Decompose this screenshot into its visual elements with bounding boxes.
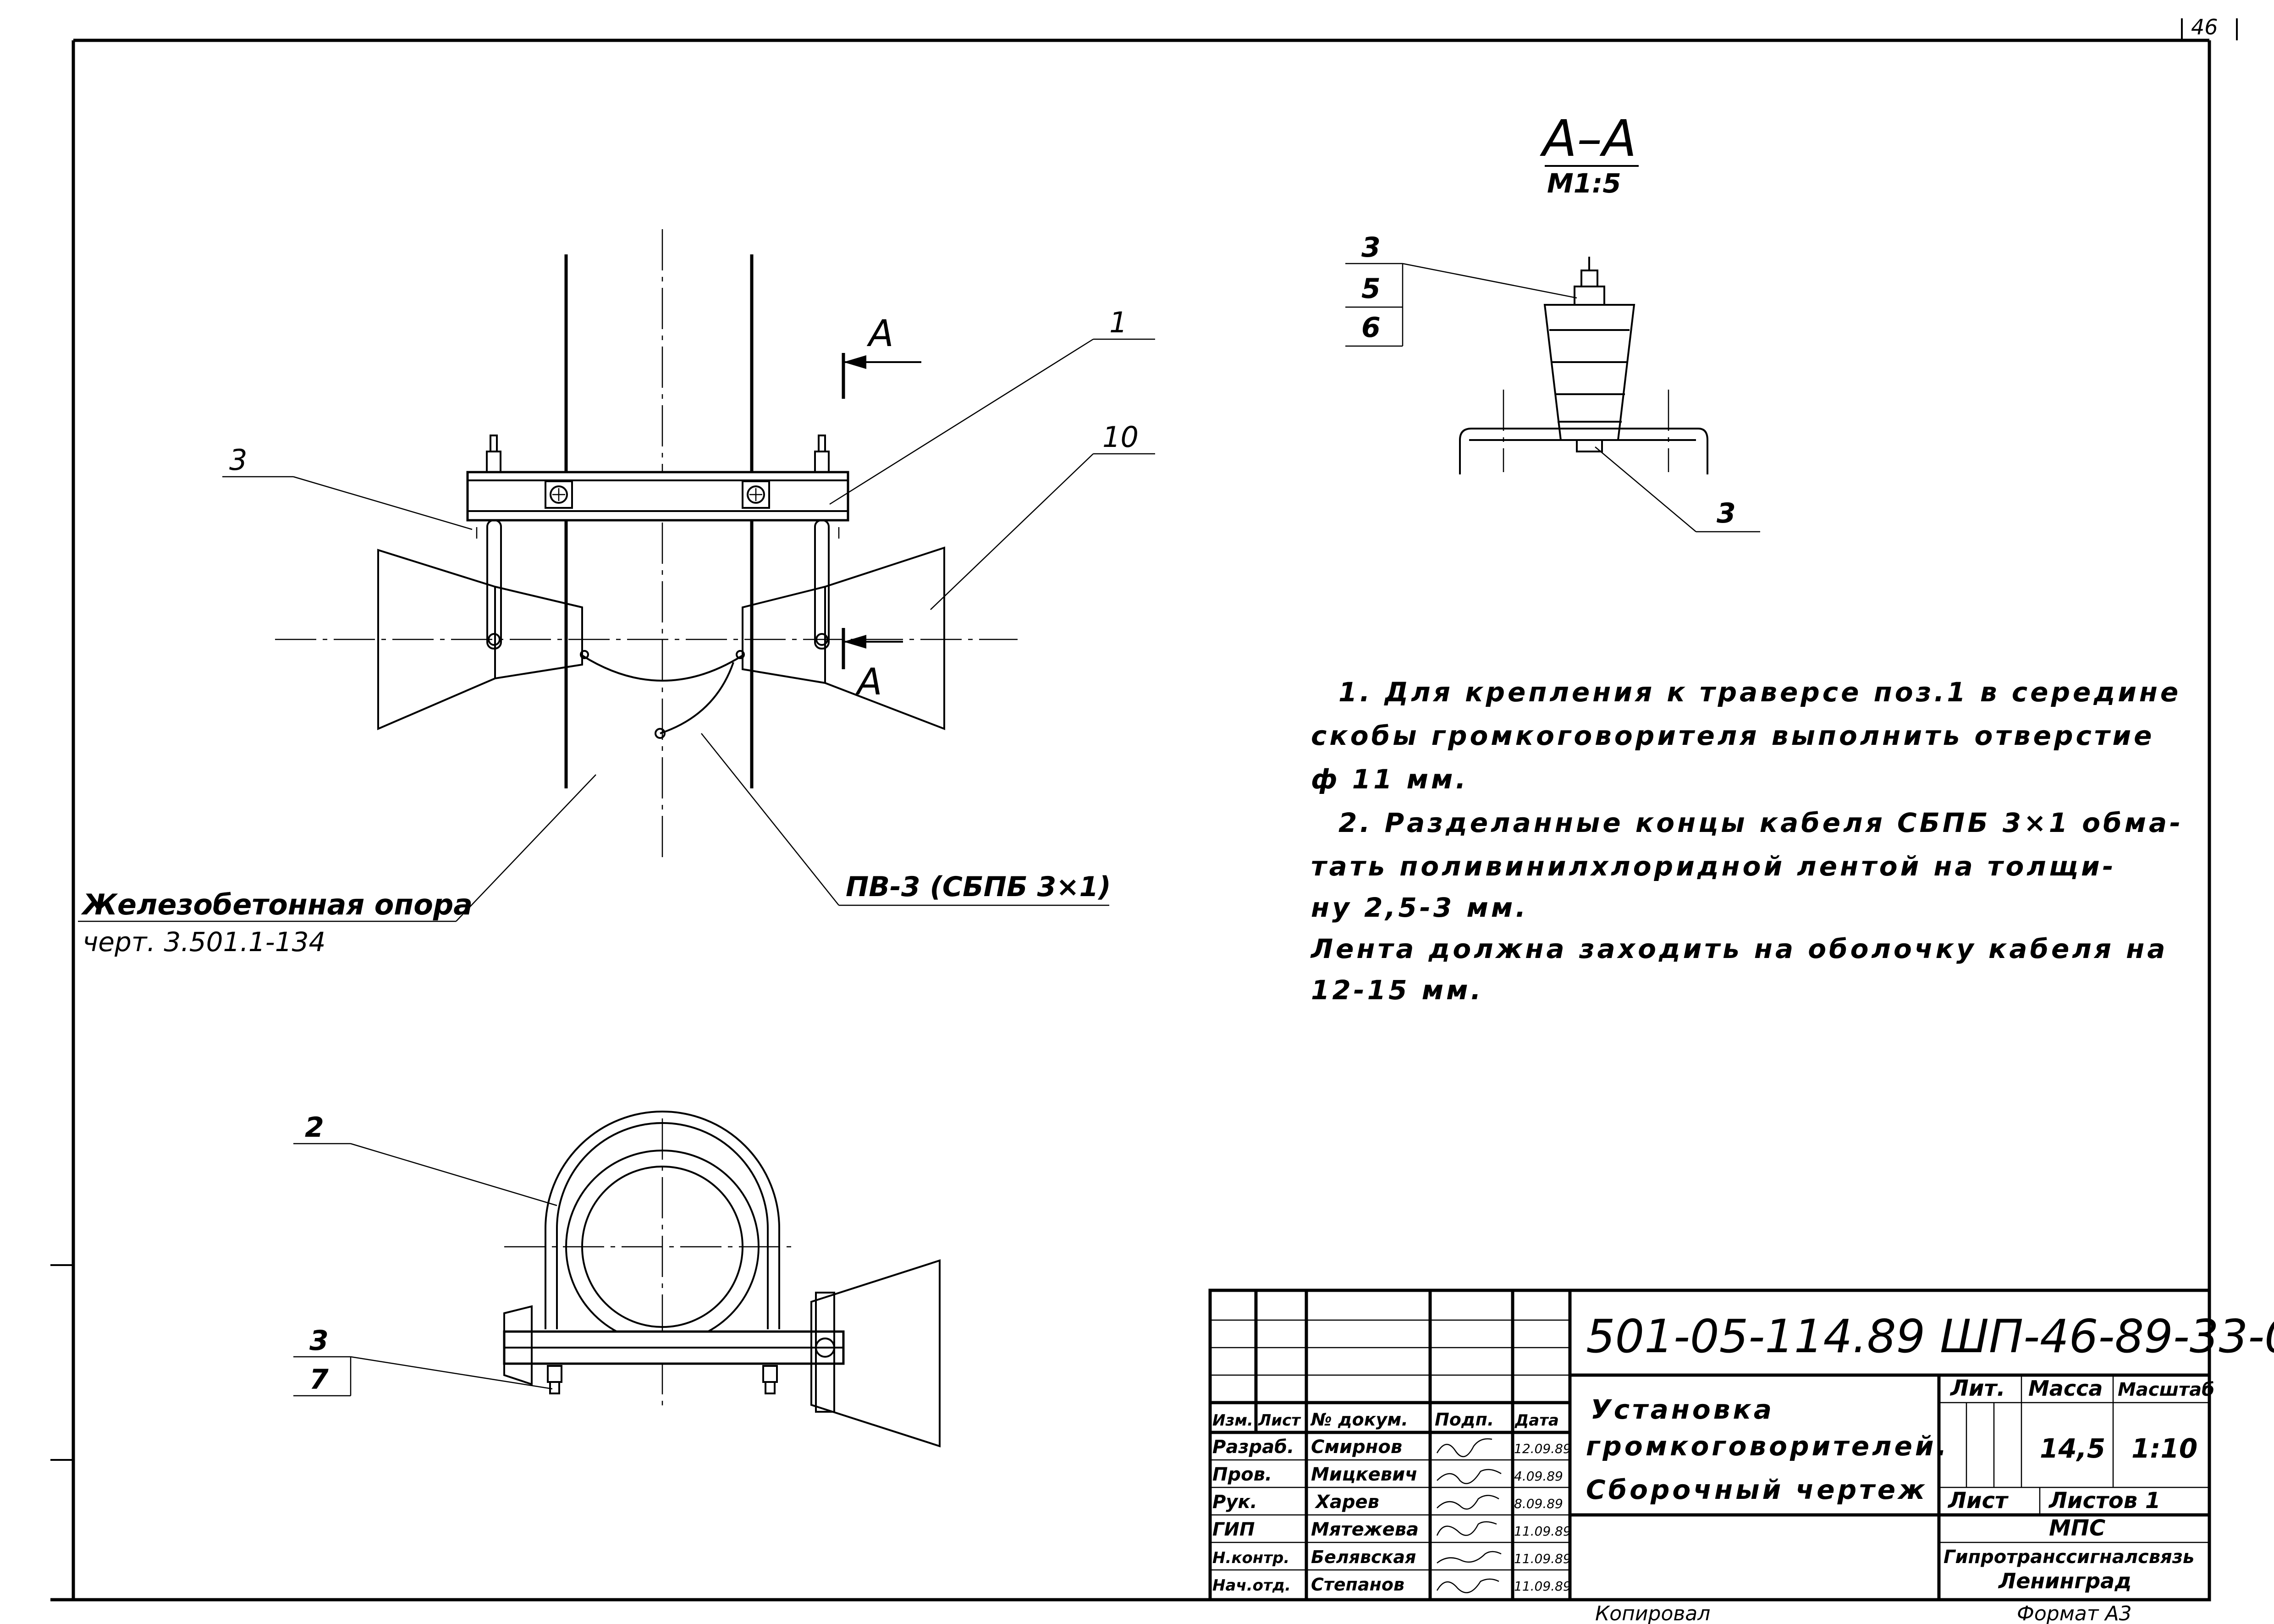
org-institute: Гипротранссигналсвязь (1944, 1547, 2194, 1568)
callout-3-plan: 3 (309, 1325, 329, 1357)
sheet-label: Лист (1947, 1488, 2009, 1514)
section-callout-3: 3 (1361, 231, 1381, 264)
signature (1437, 1551, 1502, 1563)
note-line: 2. Разделанные концы кабеля СБПБ 3×1 обм… (1338, 807, 2183, 838)
note-line: 12-15 мм. (1311, 974, 1484, 1006)
signature (1437, 1495, 1499, 1510)
sheets-label: Листов 1 (2048, 1488, 2160, 1514)
section-view: А–А М1:5 3 5 6 3 (1345, 109, 1760, 533)
col-header: Лист (1258, 1411, 1301, 1430)
signature (1436, 1578, 1499, 1593)
note-line: тать поливинилхлоридной лентой на толщи- (1311, 851, 2116, 882)
date: 12.09.89 (1514, 1441, 1571, 1456)
main-view: А А 3 1 10 Железобетонная опора черт. 3.… (78, 229, 1155, 958)
person-name: Степанов (1311, 1574, 1404, 1595)
role: Пров. (1212, 1464, 1272, 1485)
date: 11.09.89 (1514, 1579, 1571, 1594)
col-header: Изм. (1212, 1411, 1253, 1430)
sheet-corner-number: 46 (2191, 15, 2218, 39)
plan-view: 2 3 7 (293, 1111, 941, 1448)
org-ministry: МПС (2049, 1515, 2105, 1541)
note-line: ф 11 мм. (1311, 764, 1469, 795)
date: 8.09.89 (1514, 1496, 1563, 1511)
callout-2: 2 (305, 1112, 324, 1144)
bracket-right (814, 519, 830, 650)
note-line: 1. Для крепления к траверсе поз.1 в сере… (1338, 677, 2181, 708)
mass-header: Масса (2028, 1376, 2103, 1401)
signature (1436, 1438, 1492, 1458)
role: Н.контр. (1212, 1549, 1289, 1567)
section-scale: М1:5 (1547, 168, 1621, 199)
mass-value: 14,5 (2040, 1433, 2105, 1464)
callout-3-main: 3 (229, 443, 247, 477)
clamp-bolt-left (545, 480, 573, 509)
signature (1436, 1521, 1497, 1536)
notes: 1. Для крепления к траверсе поз.1 в сере… (1310, 677, 2183, 1006)
plan-speaker-right (810, 1259, 941, 1448)
person-name: Смирнов (1311, 1437, 1402, 1458)
traverse-beam (466, 471, 849, 522)
lit-header: Лит. (1949, 1376, 2005, 1401)
section-arrow-label-bottom: А (855, 661, 882, 703)
person-name: Мятежева (1311, 1519, 1419, 1540)
org-city: Ленинград (1998, 1569, 2131, 1593)
clamp-bolt-right (742, 480, 770, 509)
note-line: Лента должна заходить на оболочку кабеля… (1310, 933, 2168, 964)
person-name: Белявская (1311, 1547, 1416, 1567)
col-header: № докум. (1310, 1409, 1408, 1430)
section-callout-6: 6 (1361, 312, 1381, 344)
role: ГИП (1212, 1519, 1255, 1540)
title-line-2: громкоговорителей. (1586, 1431, 1949, 1462)
col-header: Дата (1514, 1411, 1559, 1430)
cable-label: ПВ-3 (СБПБ 3×1) (846, 871, 1111, 903)
section-speaker (1543, 304, 1635, 441)
person-name: Харев (1314, 1492, 1379, 1513)
date: 11.09.89 (1514, 1524, 1571, 1539)
section-callout-3-bottom: 3 (1717, 497, 1736, 529)
scale-header: Масштаб (2118, 1379, 2214, 1400)
note-line: ну 2,5-3 мм. (1311, 892, 1528, 923)
section-title: А–А (1540, 109, 1637, 168)
callout-1: 1 (1109, 306, 1127, 339)
role: Нач.отд. (1212, 1576, 1291, 1595)
note-line: скобы громкоговорителя выполнить отверст… (1311, 720, 2155, 751)
section-arrow-label-top: А (866, 312, 894, 355)
title-block: 501-05-114.89 ШП-46-89-33-00 СБ Установк… (1208, 1288, 2274, 1602)
footer-format: Формат А3 (2017, 1602, 2132, 1624)
pole-label: Железобетонная опора (81, 888, 473, 921)
footer-copied: Копировал (1595, 1602, 1710, 1624)
pole-drawing-ref: черт. 3.501.1-134 (83, 926, 325, 958)
callout-10: 10 (1102, 420, 1139, 454)
section-callout-5: 5 (1361, 273, 1381, 305)
title-line-1: Установка (1591, 1394, 1774, 1425)
callout-7: 7 (309, 1364, 329, 1396)
cable-drop (660, 662, 734, 734)
role: Разраб. (1212, 1437, 1294, 1458)
date: 11.09.89 (1514, 1551, 1571, 1566)
role: Рук. (1212, 1492, 1257, 1513)
cable-arc (581, 655, 743, 682)
signature (1437, 1469, 1502, 1484)
date: 4.09.89 (1514, 1469, 1563, 1484)
title-line-3: Сборочный чертеж (1586, 1474, 1927, 1505)
person-name: Мицкевич (1311, 1464, 1418, 1485)
document-code: 501-05-114.89 ШП-46-89-33-00 СБ (1586, 1310, 2274, 1363)
clamp-outer (545, 1111, 780, 1329)
scale-value: 1:10 (2131, 1433, 2197, 1464)
col-header: Подп. (1435, 1409, 1494, 1430)
